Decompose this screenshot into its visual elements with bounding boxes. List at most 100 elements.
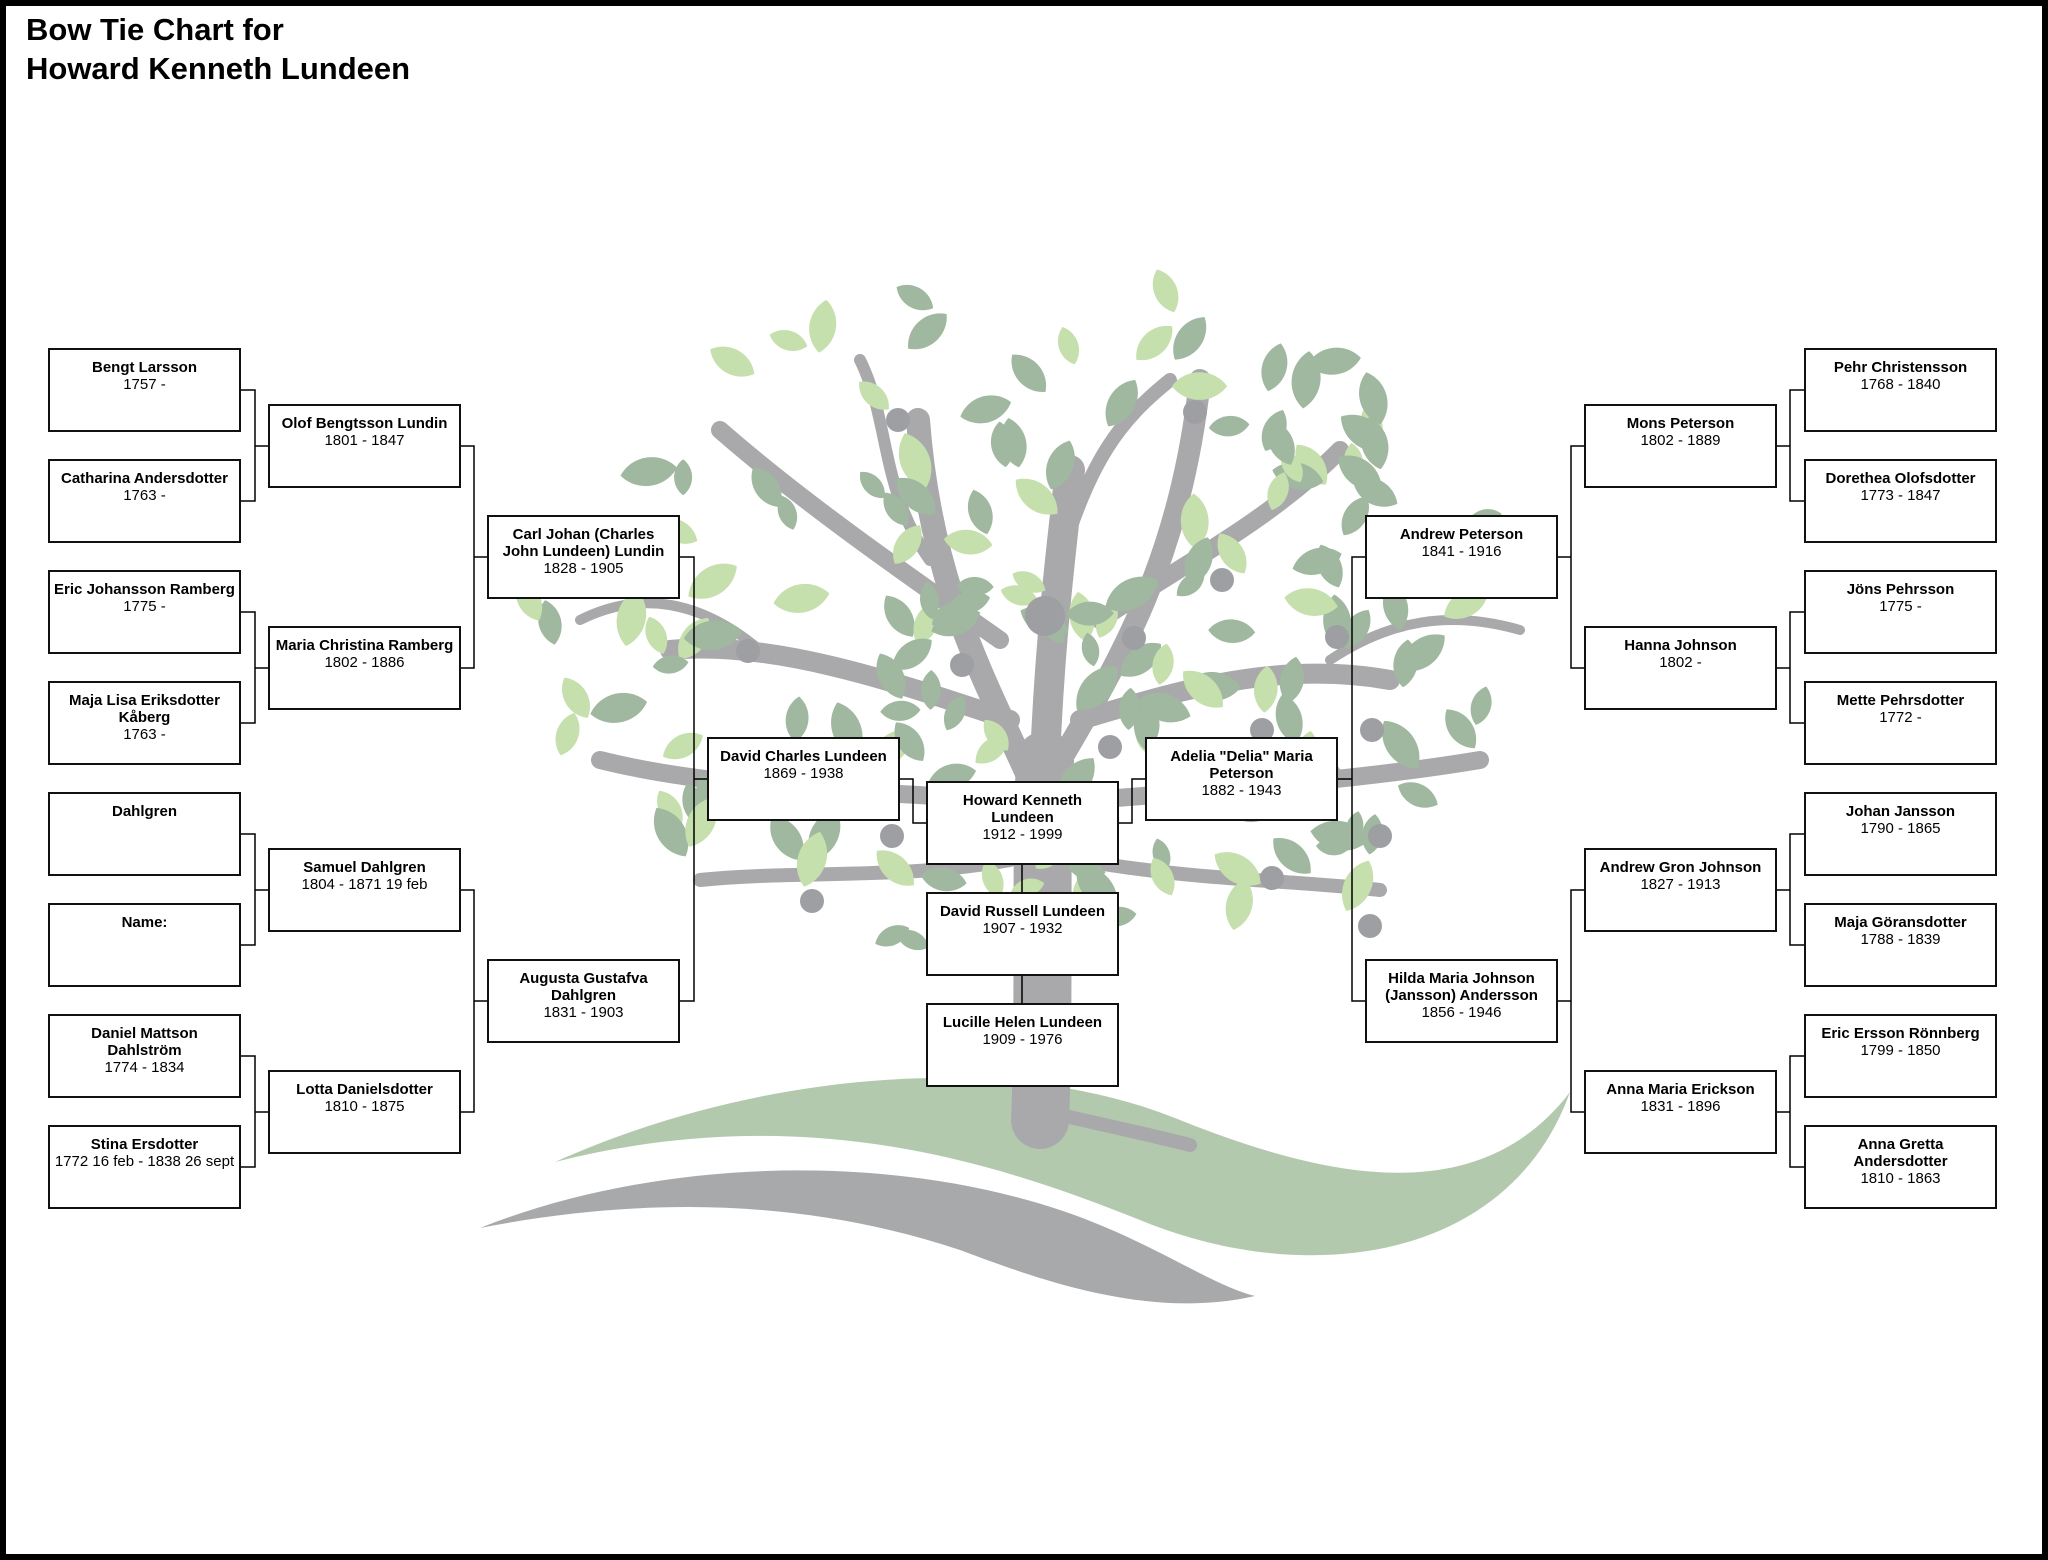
person-dates: 1802 - 1889 — [1640, 432, 1721, 449]
tree-leaf-115 — [770, 816, 804, 861]
person-box-dorethea-olofsdotter[interactable]: Dorethea Olofsdotter 1773 - 1847 — [1804, 459, 1997, 543]
tree-leaf-135 — [975, 735, 1008, 764]
tree-leaf-169 — [1254, 665, 1278, 713]
connector-line-4 — [241, 1055, 268, 1168]
tree-fruit-5 — [950, 653, 974, 677]
person-box-mette-pehrsdotter[interactable]: Mette Pehrsdotter 1772 - — [1804, 681, 1997, 765]
person-box-eric-ersson-ronnberg[interactable]: Eric Ersson Rönnberg 1799 - 1850 — [1804, 1014, 1997, 1098]
person-name: Andrew Peterson — [1399, 526, 1524, 543]
person-box-lotta-danielsdotter[interactable]: Lotta Danielsdotter 1810 - 1875 — [268, 1070, 461, 1154]
tree-fruit-6 — [1122, 626, 1146, 650]
person-box-augusta-gustafva-dahlgren[interactable]: Augusta Gustafva Dahlgren 1831 - 1903 — [487, 959, 680, 1043]
tree-leaf-2 — [884, 595, 915, 637]
tree-leaf-140 — [662, 732, 703, 760]
person-name: David Russell Lundeen — [939, 903, 1106, 920]
tree-leaf-14 — [1208, 415, 1250, 437]
person-box-maria-christina-ramberg[interactable]: Maria Christina Ramberg 1802 - 1886 — [268, 626, 461, 710]
tree-leaf-32 — [751, 467, 782, 507]
person-box-samuel-dahlgren[interactable]: Samuel Dahlgren 1804 - 1871 19 feb — [268, 848, 461, 932]
person-box-david-russell-lundeen[interactable]: David Russell Lundeen 1907 - 1932 — [926, 892, 1119, 976]
tree-leaf-138 — [1225, 879, 1253, 930]
person-dates: 1907 - 1932 — [982, 920, 1063, 937]
person-box-david-charles-lundeen[interactable]: David Charles Lundeen 1869 - 1938 — [707, 737, 900, 821]
tree-leaf-60 — [1341, 496, 1369, 536]
tree-leaf-89 — [920, 669, 941, 710]
person-box-mons-peterson[interactable]: Mons Peterson 1802 - 1889 — [1584, 404, 1777, 488]
tree-leaf-148 — [1011, 878, 1045, 897]
tree-branch-17 — [1033, 1103, 1197, 1152]
tree-leaf-100 — [1214, 852, 1262, 886]
tree-leaf-119 — [769, 330, 808, 351]
person-box-dahlgren[interactable]: Dahlgren — [48, 792, 241, 876]
person-name: Anna Gretta Andersdotter — [1853, 1136, 1948, 1170]
person-box-olof-bengtsson-lundin[interactable]: Olof Bengtsson Lundin 1801 - 1847 — [268, 404, 461, 488]
tree-leaf-12 — [1120, 642, 1162, 677]
person-box-andrew-peterson[interactable]: Andrew Peterson 1841 - 1916 — [1365, 515, 1558, 599]
person-dates: 1810 - 1875 — [324, 1098, 405, 1115]
tree-leaf-97 — [1292, 547, 1342, 575]
person-box-howard-kenneth-lundeen[interactable]: Howard Kenneth Lundeen 1912 - 1999 — [926, 781, 1119, 865]
person-dates: 1775 - — [123, 598, 166, 615]
person-dates: 1775 - — [1879, 598, 1922, 615]
person-box-adelia-maria-peterson[interactable]: Adelia "Delia" Maria Peterson 1882 - 194… — [1145, 737, 1338, 821]
person-box-anna-gretta-andersdotter[interactable]: Anna Gretta Andersdotter 1810 - 1863 — [1804, 1125, 1997, 1209]
person-dates: 1841 - 1916 — [1421, 543, 1502, 560]
tree-fruit-7 — [1210, 568, 1234, 592]
person-box-anna-maria-erickson[interactable]: Anna Maria Erickson 1831 - 1896 — [1584, 1070, 1777, 1154]
person-name: Dahlgren — [111, 803, 177, 820]
person-box-daniel-mattson-dahlstrom[interactable]: Daniel Mattson Dahlström 1774 - 1834 — [48, 1014, 241, 1098]
tree-leaf-65 — [674, 459, 693, 496]
person-dates: 1856 - 1946 — [1421, 1004, 1502, 1021]
person-box-andrew-gron-johnson[interactable]: Andrew Gron Johnson 1827 - 1913 — [1584, 848, 1777, 932]
tree-leaf-70 — [876, 850, 914, 886]
tree-leaf-95 — [893, 525, 922, 564]
connector-line-16 — [1777, 833, 1804, 946]
tree-fruit-11 — [1098, 735, 1122, 759]
person-dates: 1831 - 1896 — [1640, 1098, 1721, 1115]
person-box-pehr-christensson[interactable]: Pehr Christensson 1768 - 1840 — [1804, 348, 1997, 432]
person-box-lucille-helen-lundeen[interactable]: Lucille Helen Lundeen 1909 - 1976 — [926, 1003, 1119, 1087]
tree-leaf-7 — [898, 433, 932, 490]
tree-leaf-76 — [785, 696, 809, 742]
person-box-carl-johan-lundin[interactable]: Carl Johan (Charles John Lundeen) Lundin… — [487, 515, 680, 599]
tree-leaf-31 — [1152, 643, 1174, 685]
person-name: Stina Ersdotter — [90, 1136, 199, 1153]
tree-leaf-123 — [1150, 857, 1175, 896]
tree-leaf-124 — [1338, 455, 1382, 490]
tree-leaf-109 — [943, 695, 966, 731]
person-box-hanna-johnson[interactable]: Hanna Johnson 1802 - — [1584, 626, 1777, 710]
person-box-unnamed[interactable]: Name: — [48, 903, 241, 987]
tree-fruit-16 — [1358, 914, 1382, 938]
connector-line-14 — [1777, 389, 1804, 502]
person-dates: 1773 - 1847 — [1860, 487, 1941, 504]
person-box-johan-jansson[interactable]: Johan Jansson 1790 - 1865 — [1804, 792, 1997, 876]
tree-leaf-55 — [1136, 325, 1173, 361]
person-dates: 1802 - — [1659, 654, 1702, 671]
tree-leaf-165 — [1307, 347, 1361, 375]
person-box-maja-lisa-eriksdotter[interactable]: Maja Lisa Eriksdotter Kåberg 1763 - — [48, 681, 241, 765]
tree-fruit-10 — [1250, 718, 1274, 742]
connector-line-11 — [1338, 556, 1365, 1002]
connector-line-3 — [241, 833, 268, 946]
tree-leaf-154 — [894, 722, 925, 761]
person-box-catharina-andersdotter[interactable]: Catharina Andersdotter 1763 - — [48, 459, 241, 543]
person-name: Maria Christina Ramberg — [275, 637, 454, 654]
person-box-maja-goransdotter[interactable]: Maja Göransdotter 1788 - 1839 — [1804, 903, 1997, 987]
tree-leaf-98 — [1208, 619, 1256, 643]
person-name: Hanna Johnson — [1624, 637, 1737, 654]
person-dates: 1882 - 1943 — [1201, 782, 1282, 799]
tree-leaf-142 — [1105, 576, 1159, 612]
person-box-hilda-maria-johnson[interactable]: Hilda Maria Johnson (Jansson) Andersson … — [1365, 959, 1558, 1043]
person-dates: 1772 16 feb - 1838 26 sept — [54, 1153, 235, 1170]
tree-leaf-83 — [1393, 639, 1418, 688]
person-name: Eric Ersson Rönnberg — [1821, 1025, 1980, 1042]
tree-leaf-114 — [896, 477, 936, 515]
person-box-eric-johansson-ramberg[interactable]: Eric Johansson Ramberg 1775 - — [48, 570, 241, 654]
person-box-jons-pehrsson[interactable]: Jöns Pehrsson 1775 - — [1804, 570, 1997, 654]
tree-leaf-22 — [1273, 838, 1311, 874]
person-box-bengt-larsson[interactable]: Bengt Larsson 1757 - — [48, 348, 241, 432]
person-box-stina-ersdotter[interactable]: Stina Ersdotter 1772 16 feb - 1838 26 se… — [48, 1125, 241, 1209]
connector-line-8 — [900, 778, 926, 824]
person-name: Pehr Christensson — [1833, 359, 1968, 376]
